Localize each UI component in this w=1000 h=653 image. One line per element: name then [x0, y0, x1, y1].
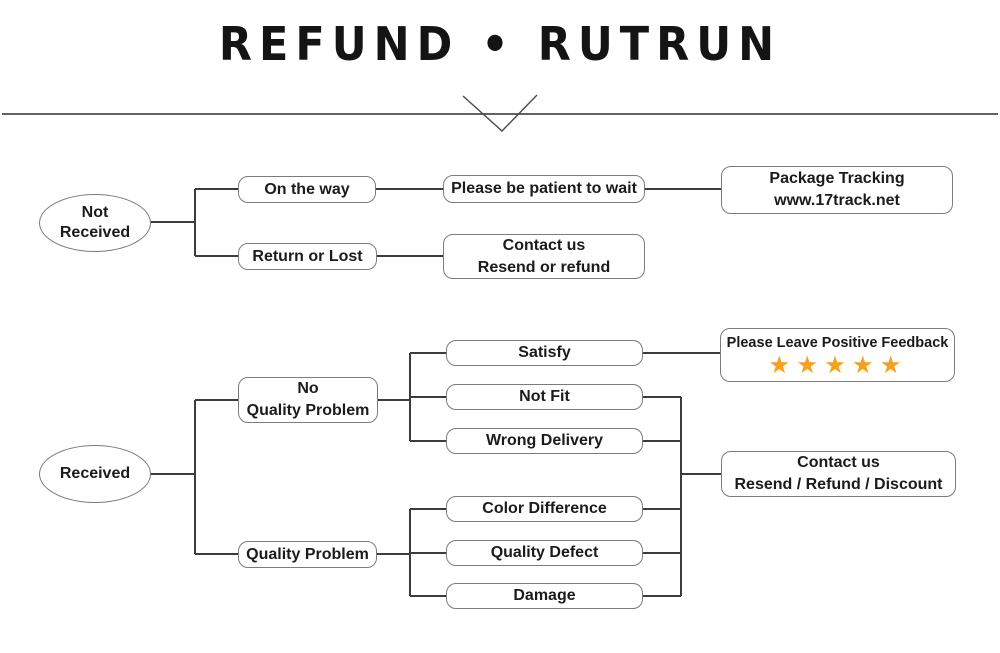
- flow-node-contact-us-resend-refund: Contact us Resend or refund: [443, 234, 645, 279]
- page-title: REFUND • RUTRUN: [218, 17, 782, 72]
- flow-node-damage: Damage: [446, 583, 643, 609]
- chevron-down-icon: [462, 94, 538, 132]
- flow-node-no-quality-problem: No Quality Problem: [238, 377, 378, 423]
- flow-node-satisfy: Satisfy: [446, 340, 643, 366]
- flow-node-on-the-way: On the way: [238, 176, 376, 203]
- flow-node-please-be-patient: Please be patient to wait: [443, 175, 645, 203]
- flow-node-positive-feedback: Please Leave Positive Feedback ★★★★★: [720, 328, 955, 382]
- flow-node-contact-us-resend-refund-discount: Contact us Resend / Refund / Discount: [721, 451, 956, 497]
- flow-node-not-fit: Not Fit: [446, 384, 643, 410]
- flow-node-received: Received: [39, 445, 151, 503]
- flow-node-color-difference: Color Difference: [446, 496, 643, 522]
- flow-node-wrong-delivery: Wrong Delivery: [446, 428, 643, 454]
- feedback-label: Please Leave Positive Feedback: [726, 334, 949, 351]
- flow-node-quality-defect: Quality Defect: [446, 540, 643, 566]
- flow-node-quality-problem: Quality Problem: [238, 541, 377, 568]
- flow-node-not-received: Not Received: [39, 194, 151, 252]
- flow-node-return-or-lost: Return or Lost: [238, 243, 377, 270]
- flow-node-package-tracking: Package Tracking www.17track.net: [721, 166, 953, 214]
- star-rating-icons: ★★★★★: [769, 354, 910, 378]
